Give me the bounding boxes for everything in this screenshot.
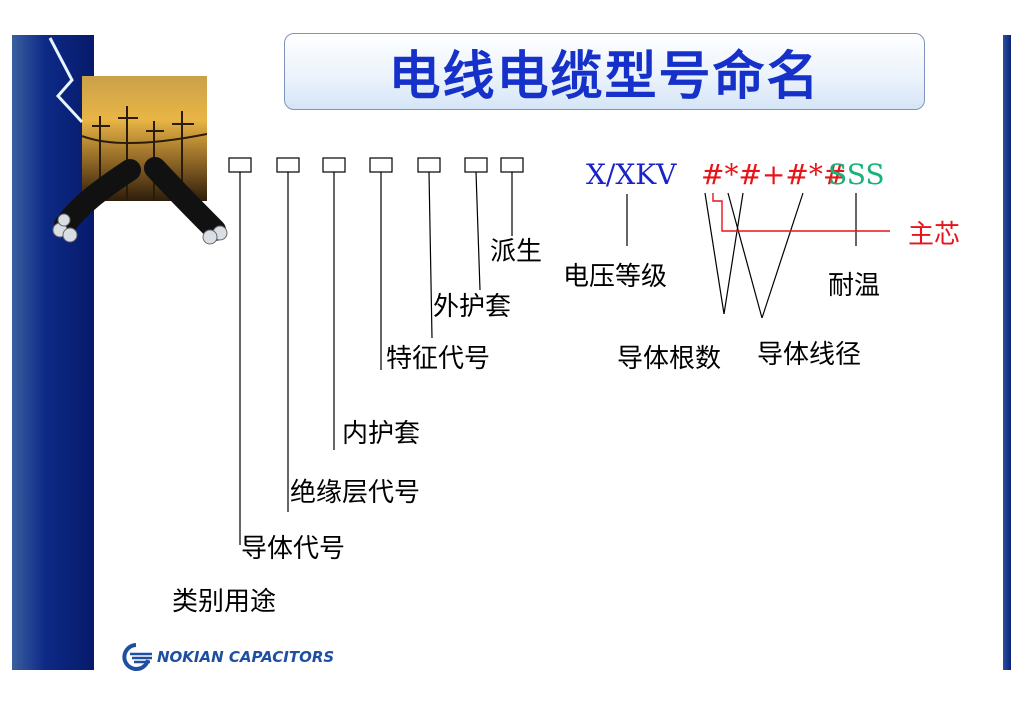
label-outer-sheath: 外护套 xyxy=(433,292,512,322)
code-box-5 xyxy=(417,157,441,173)
logo-text: NOKIAN CAPACITORS xyxy=(157,648,335,666)
leader-main-core xyxy=(712,193,890,232)
label-inner-sheath: 内护套 xyxy=(342,419,421,449)
leader-diameter-b xyxy=(761,192,804,319)
conductor-code: #*#+#*# xyxy=(701,158,847,191)
voltage-code: X/XKV xyxy=(586,158,677,191)
code-box-1 xyxy=(228,157,252,173)
code-box-4 xyxy=(369,157,393,173)
label-voltage-grade: 电压等级 xyxy=(563,262,668,292)
left-decorative-bar xyxy=(12,35,94,670)
code-box-2 xyxy=(276,157,300,173)
page-title: 电线电缆型号命名 xyxy=(388,47,821,107)
label-conductor-diameter: 导体线径 xyxy=(757,340,862,370)
label-category-use: 类别用途 xyxy=(172,587,277,617)
cable-illustration xyxy=(48,37,228,245)
code-box-7 xyxy=(500,157,524,173)
label-temperature-resistance: 耐温 xyxy=(828,271,881,301)
leader-count-a xyxy=(704,192,725,315)
label-main-core: 主芯 xyxy=(908,220,961,250)
leader-outer-sheath xyxy=(475,171,481,291)
leader-lines xyxy=(239,171,857,545)
label-feature-code: 特征代号 xyxy=(386,344,491,374)
label-derivative: 派生 xyxy=(490,237,543,267)
code-boxes xyxy=(228,157,524,173)
nokian-logo-icon xyxy=(122,643,152,671)
leader-feature xyxy=(428,171,433,339)
company-logo: NOKIAN CAPACITORS xyxy=(118,642,334,672)
label-conductor-code: 导体代号 xyxy=(241,534,346,564)
label-insulation-code: 绝缘层代号 xyxy=(290,478,421,508)
right-decorative-bar xyxy=(1003,35,1011,670)
title-banner: 电线电缆型号命名 xyxy=(284,33,925,110)
code-box-3 xyxy=(322,157,346,173)
leader-diameter-a xyxy=(727,192,763,319)
leader-count-b xyxy=(723,192,744,315)
code-box-6 xyxy=(464,157,488,173)
label-conductor-count: 导体根数 xyxy=(617,344,722,374)
temperature-code: SSS xyxy=(828,158,885,191)
